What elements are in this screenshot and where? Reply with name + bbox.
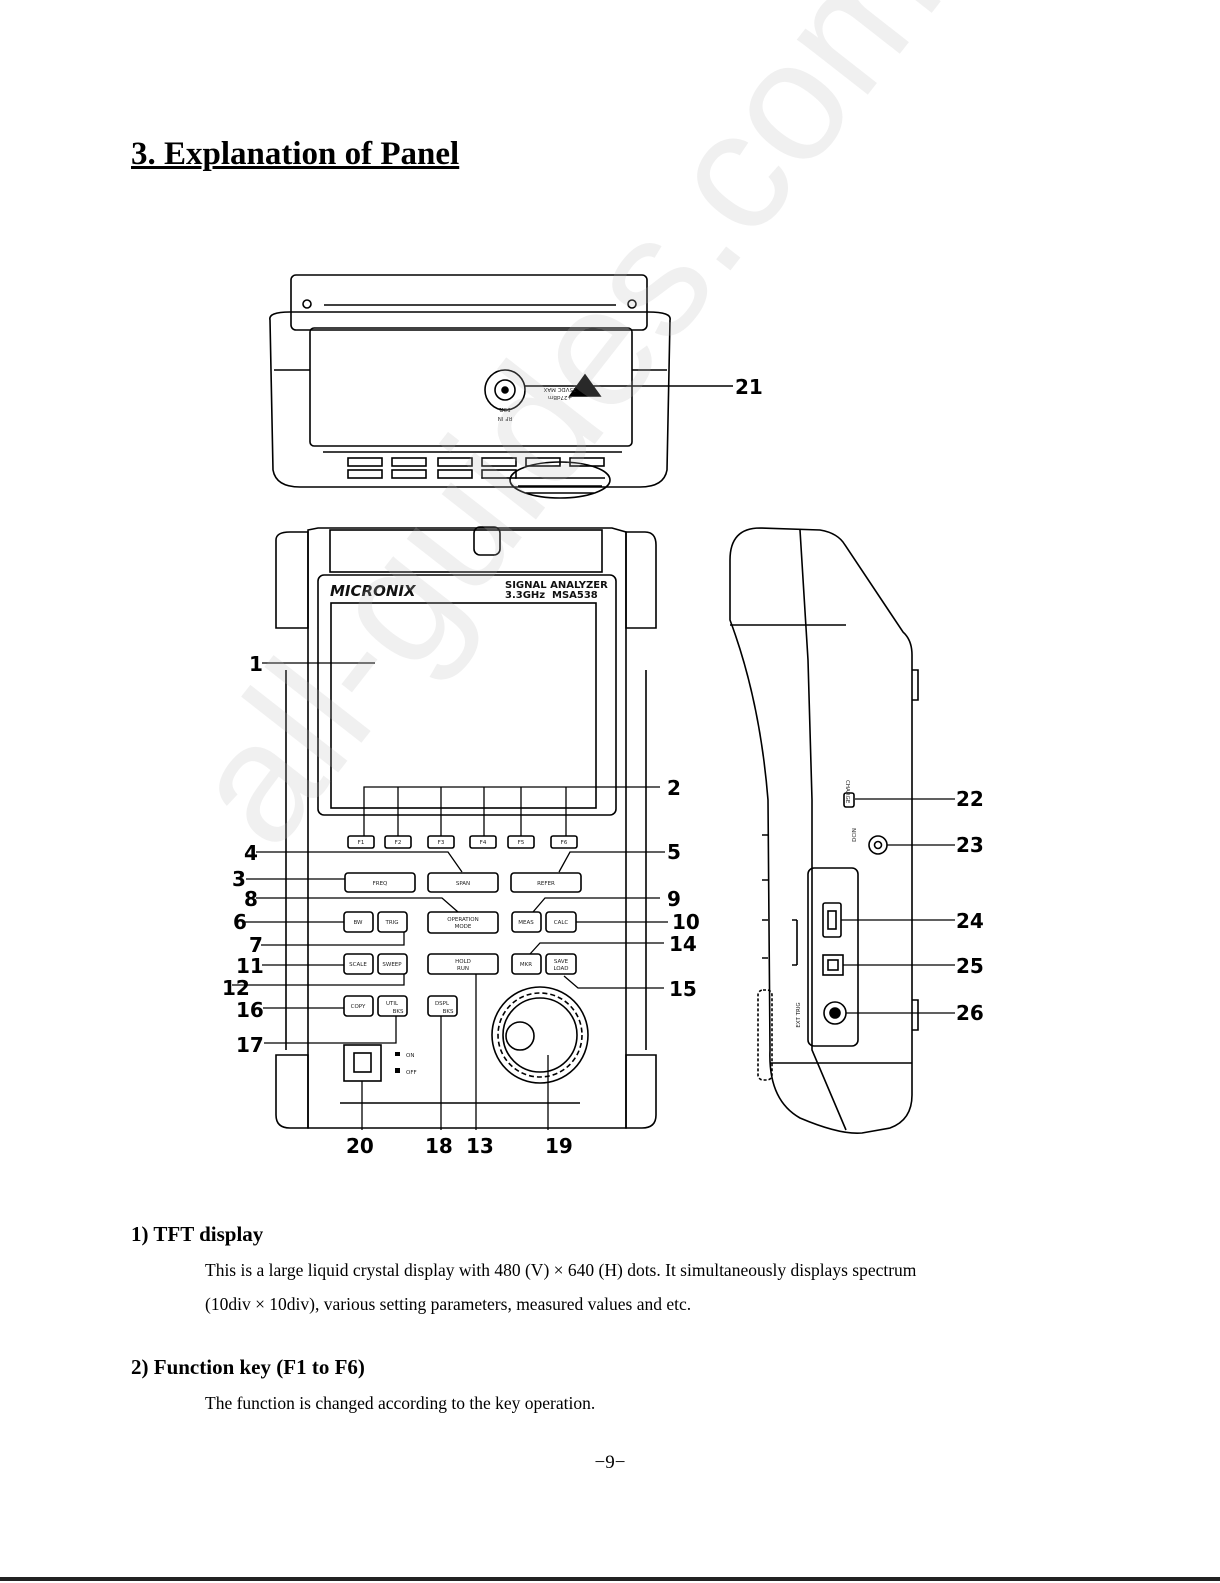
svg-text:UTIL: UTIL (386, 1001, 399, 1007)
top-view (269, 274, 733, 499)
svg-text:SCALE: SCALE (349, 962, 367, 968)
svg-text:SAVE: SAVE (554, 959, 569, 965)
callout-7: 7 (249, 933, 263, 957)
callout-24: 24 (956, 909, 984, 933)
page-number: −9− (594, 1452, 626, 1473)
bottom-rule (0, 1577, 1220, 1581)
svg-text:OFF: OFF (406, 1070, 417, 1076)
top-view-texts: RF IN 50Ω 25VDC MAX +27dBm (498, 386, 577, 421)
svg-text:CHARGE: CHARGE (844, 780, 850, 804)
svg-text:RUN: RUN (457, 966, 469, 972)
callout-5: 5 (667, 840, 681, 864)
callout-13: 13 (466, 1134, 494, 1158)
svg-text:HOLD: HOLD (455, 959, 471, 965)
svg-text:F5: F5 (518, 840, 525, 846)
section-text-function-key: The function is changed according to the… (205, 1393, 596, 1413)
section-heading-function-key: 2) Function key (F1 to F6) (131, 1355, 365, 1379)
callout-3: 3 (232, 867, 246, 891)
svg-text:RF IN: RF IN (498, 415, 512, 421)
panel-diagram: RF IN 50Ω 25VDC MAX +27dBm (222, 274, 984, 1158)
section-heading-tft-display: 1) TFT display (131, 1222, 264, 1246)
callout-22: 22 (956, 787, 984, 811)
callout-14: 14 (669, 932, 697, 956)
callout-4: 4 (244, 841, 258, 865)
callout-17: 17 (236, 1033, 264, 1057)
svg-text:BKS: BKS (393, 1009, 404, 1015)
svg-text:BKS: BKS (443, 1009, 454, 1015)
svg-text:SIGNAL ANALYZER: SIGNAL ANALYZER (505, 580, 608, 591)
callout-20: 20 (346, 1134, 374, 1158)
leader-lines (232, 662, 955, 1130)
callout-18: 18 (425, 1134, 453, 1158)
section-text-tft-line2: (10div × 10div), various setting paramet… (205, 1294, 692, 1314)
side-view-texts: CHARGE DCIN EXT TRIG (796, 780, 858, 1028)
page-title: 3. Explanation of Panel (131, 136, 460, 172)
callout-12: 12 (222, 976, 250, 1000)
callout-21: 21 (735, 375, 763, 399)
svg-text:F3: F3 (438, 840, 445, 846)
callout-19: 19 (545, 1134, 573, 1158)
callout-1: 1 (249, 652, 263, 676)
svg-text:TRIG: TRIG (384, 920, 398, 926)
callout-11: 11 (236, 954, 264, 978)
callout-26: 26 (956, 1001, 984, 1025)
svg-text:COPY: COPY (351, 1004, 366, 1010)
svg-text:DCIN: DCIN (852, 828, 858, 842)
svg-text:MICRONIX: MICRONIX (330, 582, 417, 600)
callout-numbers: 21 1 2 3 4 5 6 7 8 9 10 11 12 13 14 15 1… (222, 375, 984, 1158)
svg-text:25VDC MAX: 25VDC MAX (543, 386, 576, 392)
svg-text:3.3GHz: 3.3GHz (505, 590, 545, 601)
callout-25: 25 (956, 954, 984, 978)
front-view (275, 526, 657, 1129)
callout-10: 10 (672, 910, 700, 934)
callout-9: 9 (667, 887, 681, 911)
svg-text:DSPL: DSPL (435, 1001, 450, 1007)
svg-text:BW: BW (353, 920, 363, 926)
svg-text:EXT TRIG: EXT TRIG (796, 1002, 802, 1027)
svg-text:F6: F6 (561, 840, 568, 846)
callout-16: 16 (236, 998, 264, 1022)
svg-text:CALC: CALC (554, 920, 569, 926)
svg-text:REFER: REFER (537, 881, 555, 887)
svg-text:MEAS: MEAS (518, 920, 534, 926)
callout-6: 6 (233, 910, 247, 934)
front-view-texts: MICRONIX SIGNAL ANALYZER 3.3GHz MSA538 F… (330, 580, 608, 1076)
svg-text:50Ω: 50Ω (499, 406, 510, 412)
svg-text:MKR: MKR (520, 962, 532, 968)
svg-text:MODE: MODE (455, 924, 472, 930)
callout-8: 8 (244, 887, 258, 911)
svg-text:F2: F2 (395, 840, 402, 846)
svg-text:F1: F1 (358, 840, 365, 846)
svg-text:FREQ: FREQ (373, 881, 388, 887)
callout-15: 15 (669, 977, 697, 1001)
svg-text:F4: F4 (480, 840, 487, 846)
svg-text:SPAN: SPAN (456, 881, 470, 887)
svg-text:MSA538: MSA538 (552, 590, 598, 601)
svg-text:ON: ON (406, 1053, 414, 1059)
svg-text:LOAD: LOAD (553, 966, 568, 972)
callout-23: 23 (956, 833, 984, 857)
svg-text:+27dBm: +27dBm (548, 394, 572, 400)
svg-text:OPERATION: OPERATION (447, 917, 478, 923)
callout-2: 2 (667, 776, 681, 800)
svg-text:SWEEP: SWEEP (382, 962, 402, 968)
section-text-tft-line1: This is a large liquid crystal display w… (205, 1260, 917, 1280)
side-view (729, 527, 919, 1135)
